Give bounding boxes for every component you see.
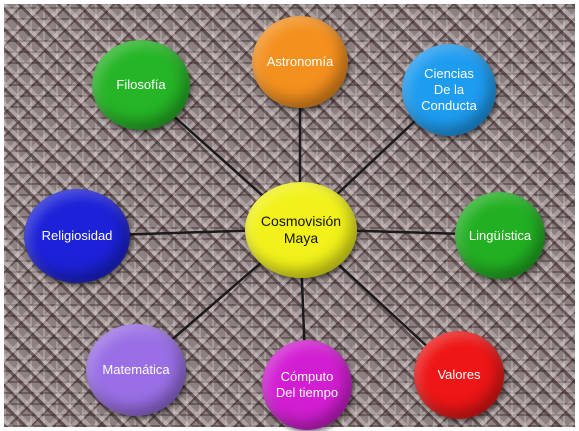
node-astronomia: Astronomía (252, 16, 348, 108)
node-ciencias-de-la-conducta: Ciencias De la Conducta (402, 44, 496, 136)
node-valores: Valores (414, 331, 504, 419)
node-linguistica: Lingüística (455, 192, 545, 279)
node-religiosidad: Religiosidad (24, 189, 130, 283)
node-computo-del-tiempo: Cómputo Del tiempo (262, 340, 352, 430)
node-center-cosmovision-maya: Cosmovisión Maya (245, 182, 357, 278)
node-filosofia: Filosofía (92, 40, 190, 130)
node-matematica: Matemática (86, 324, 186, 416)
